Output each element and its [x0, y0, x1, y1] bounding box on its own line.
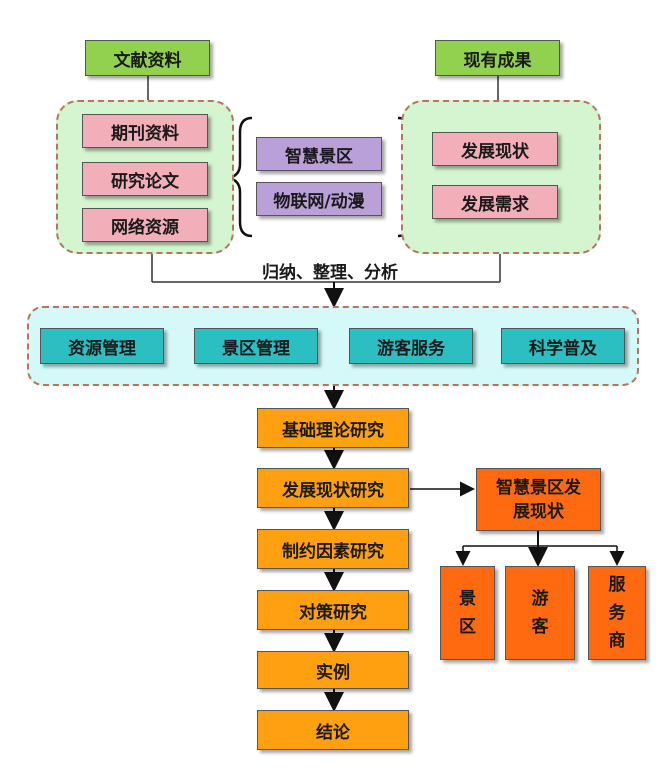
literature-box: 文献资料: [85, 40, 210, 76]
child-visitors: 游 客: [505, 566, 575, 660]
journal-materials-box: 期刊资料: [82, 114, 208, 148]
flow-constraints: 制约因素研究: [257, 529, 409, 569]
branch-title-line-1: 智慧景区发: [496, 477, 581, 498]
child-char: 景: [459, 589, 476, 609]
flow-development-status: 发展现状研究: [257, 468, 409, 508]
child-service-providers: 服 务 商: [588, 566, 646, 660]
science-popularization-box: 科学普及: [501, 328, 625, 364]
child-char: 区: [459, 617, 476, 637]
flow-countermeasures: 对策研究: [257, 590, 409, 630]
iot-animation-box: 物联网/动漫: [256, 182, 382, 216]
branch-title-line-2: 展现状: [513, 501, 564, 522]
child-char: 客: [531, 617, 549, 637]
scenic-management-box: 景区管理: [194, 328, 318, 364]
web-resources-box: 网络资源: [82, 208, 208, 242]
child-char: 务: [608, 603, 626, 623]
right-panel: [401, 100, 601, 254]
child-char: 游: [531, 589, 549, 609]
child-scenic-area: 景 区: [440, 566, 495, 660]
branch-smart-scenic-status: 智慧景区发 展现状: [476, 468, 601, 531]
visitor-service-box: 游客服务: [349, 328, 473, 364]
child-char: 服: [608, 575, 626, 595]
existing-results-box: 现有成果: [435, 40, 560, 76]
research-papers-box: 研究论文: [82, 162, 208, 196]
development-status-box: 发展现状: [432, 132, 558, 166]
flow-case-study: 实例: [257, 651, 409, 689]
development-needs-box: 发展需求: [432, 185, 558, 219]
resource-management-box: 资源管理: [40, 328, 164, 364]
summary-label: 归纳、整理、分析: [262, 263, 398, 283]
smart-scenic-box: 智慧景区: [256, 137, 382, 171]
child-char: 商: [608, 631, 626, 651]
flow-conclusion: 结论: [257, 710, 409, 750]
flow-basic-theory: 基础理论研究: [257, 408, 409, 448]
